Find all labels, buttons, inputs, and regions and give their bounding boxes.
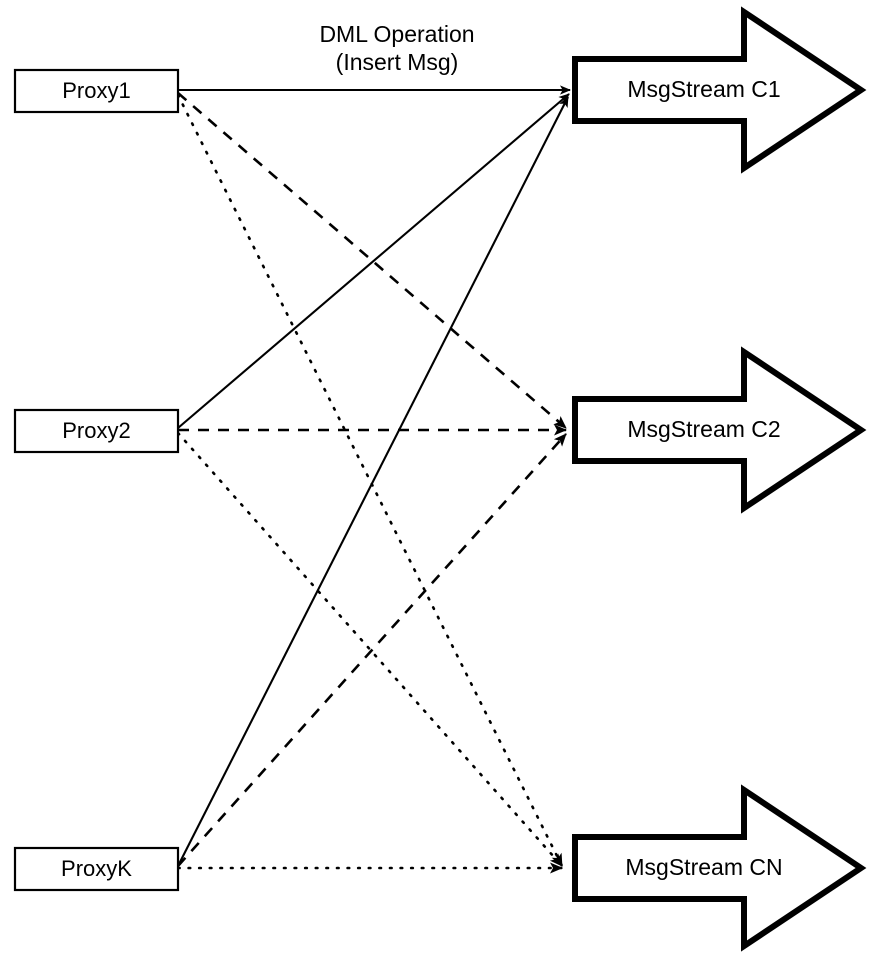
proxy1-label: Proxy1 [62,78,130,103]
msgstream-node-c2[interactable]: MsgStream C2 [572,346,867,514]
proxy2-box[interactable] [13,408,180,454]
proxy-node-proxy2[interactable]: Proxy2 [13,408,180,454]
msgstream-c2-arrow-shape[interactable] [572,346,867,514]
msgstream-c2-label: MsgStream C2 [627,416,780,442]
edge-proxyk-to-msgstream-c2 [177,433,567,867]
dml-operation-annotation: DML Operation (Insert Msg) [319,21,474,75]
proxyk-label: ProxyK [61,856,132,881]
proxyk-box[interactable] [13,846,180,892]
edge-proxy2-to-msgstream-cn [176,431,564,868]
proxy2-label: Proxy2 [62,418,130,443]
annotation-line-2: (Insert Msg) [336,49,459,75]
annotation-line-1: DML Operation [319,21,474,47]
edge-group [176,85,571,874]
msgstream-c1-arrow-shape[interactable] [572,6,867,174]
msgstream-c1-label: MsgStream C1 [627,76,780,102]
proxy-node-proxy1[interactable]: Proxy1 [13,68,180,114]
edge-proxy2-to-msgstream-c1 [177,93,570,429]
msgstream-cn-label: MsgStream CN [625,854,782,880]
edge-proxy1-to-msgstream-c2 [177,92,567,429]
msgstream-node-cn[interactable]: MsgStream CN [572,784,867,952]
msgstream-node-c1[interactable]: MsgStream C1 [572,6,867,174]
proxy-node-proxyk[interactable]: ProxyK [13,846,180,892]
proxy1-box[interactable] [13,68,180,114]
msgstream-cn-arrow-shape[interactable] [572,784,867,952]
edge-proxyk-to-msgstream-c1 [177,96,569,867]
